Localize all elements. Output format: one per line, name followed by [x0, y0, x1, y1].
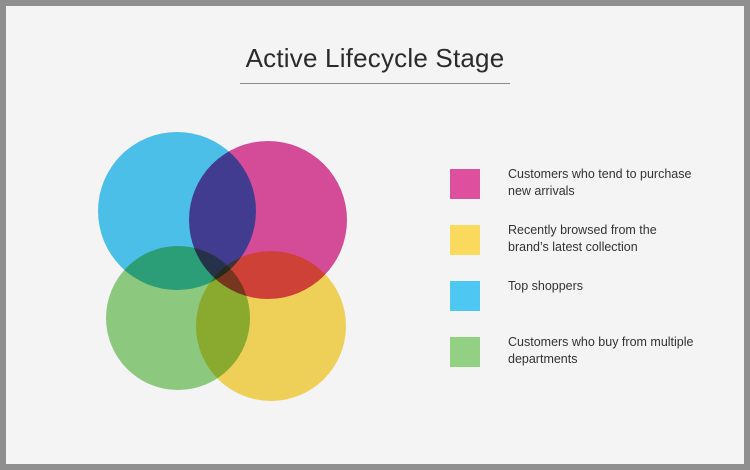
venn-circle-yellow[interactable] — [196, 251, 346, 401]
page-title: Active Lifecycle Stage — [239, 42, 511, 84]
legend-swatch-green — [450, 337, 480, 367]
legend-item[interactable]: Customers who tend to purchase new arriv… — [450, 166, 700, 200]
legend-item[interactable]: Top shoppers — [450, 278, 700, 312]
legend-swatch-yellow — [450, 225, 480, 255]
page-title-container: Active Lifecycle Stage — [6, 42, 744, 84]
venn-circle-pink[interactable] — [189, 141, 347, 299]
legend-swatch-pink — [450, 169, 480, 199]
venn-diagram — [86, 116, 366, 416]
legend: Customers who tend to purchase new arriv… — [450, 166, 700, 368]
legend-item-label: Customers who buy from multiple departme… — [508, 335, 694, 366]
venn-circle-group — [98, 132, 347, 401]
legend-item[interactable]: Recently browsed from the brand’s latest… — [450, 222, 700, 256]
legend-item-label: Top shoppers — [508, 279, 584, 293]
legend-item-label: Recently browsed from the brand’s latest… — [508, 223, 657, 254]
legend-item-label: Customers who tend to purchase new arriv… — [508, 167, 692, 198]
slide-canvas: Active Lifecycle Stage Customers who ten… — [6, 6, 744, 464]
legend-item[interactable]: Customers who buy from multiple departme… — [450, 334, 700, 368]
venn-diagram-svg — [98, 132, 347, 401]
legend-swatch-blue — [450, 281, 480, 311]
